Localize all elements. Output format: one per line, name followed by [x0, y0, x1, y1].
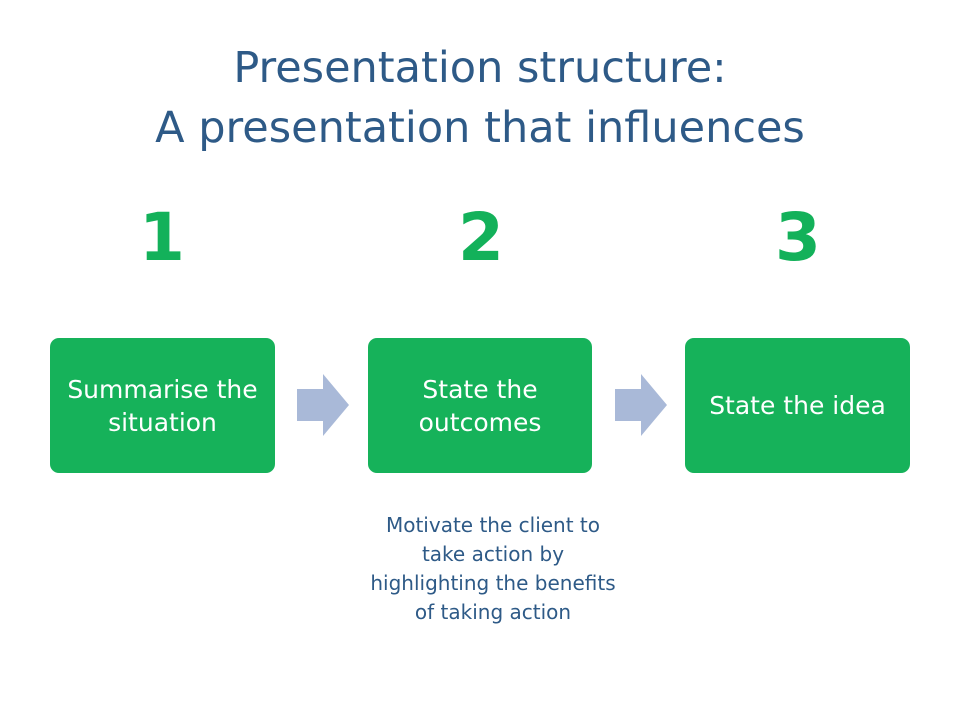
- step-2-note: Motivate the client to take action by hi…: [370, 513, 616, 624]
- step-number-2: 2: [458, 199, 504, 276]
- step-box-state-idea: State the idea: [685, 338, 910, 473]
- slide-title-line-1: Presentation structure:: [233, 43, 727, 93]
- flow-arrow-2: [615, 374, 667, 436]
- step-box-label: Summarise the situation: [67, 374, 258, 437]
- step-box-label: State the outcomes: [418, 374, 542, 437]
- flow-arrow-1: [297, 374, 349, 436]
- step-number-3: 3: [775, 199, 821, 276]
- right-arrow-icon: [615, 374, 667, 436]
- step-number-1: 1: [139, 199, 185, 276]
- slide-title-line-2: A presentation that influences: [155, 103, 805, 153]
- step-box-state-outcomes: State the outcomes: [368, 338, 592, 473]
- slide-title: Presentation structure: A presentation t…: [0, 38, 960, 158]
- right-arrow-icon: [297, 374, 349, 436]
- step-box-label: State the idea: [709, 391, 886, 420]
- step-box-summarise-situation: Summarise the situation: [50, 338, 275, 473]
